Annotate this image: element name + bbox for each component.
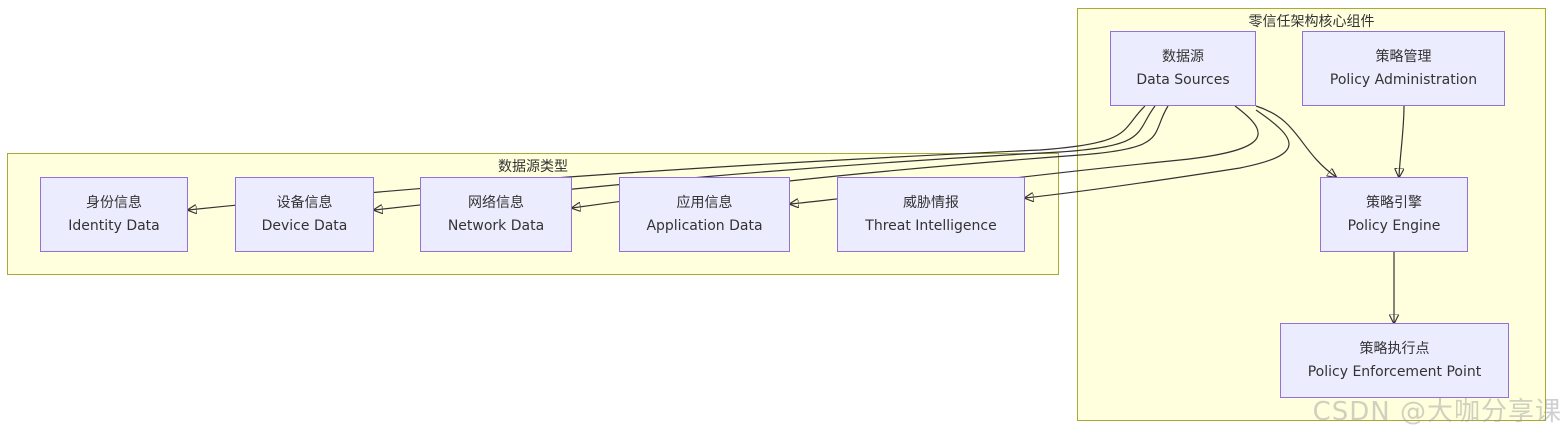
- node-data-sources[interactable]: 数据源 Data Sources: [1110, 31, 1256, 106]
- watermark: CSDN @大咖分享课: [1312, 397, 1562, 427]
- node-policy-administration[interactable]: 策略管理 Policy Administration: [1302, 31, 1505, 106]
- node-label-zh: 设备信息: [276, 194, 333, 211]
- edge-data-sources-to-identity: [188, 105, 1146, 210]
- node-label-en: Device Data: [261, 217, 348, 234]
- cluster-title: 数据源类型: [498, 159, 568, 175]
- edge-data-sources-to-engine: [1255, 105, 1336, 177]
- node-application-data[interactable]: 应用信息 Application Data: [619, 177, 790, 252]
- node-policy-engine[interactable]: 策略引擎 Policy Engine: [1320, 177, 1468, 252]
- node-label-en: Policy Enforcement Point: [1307, 363, 1482, 380]
- node-identity-data[interactable]: 身份信息 Identity Data: [40, 177, 188, 252]
- node-label-zh: 威胁情报: [903, 194, 959, 211]
- node-network-data[interactable]: 网络信息 Network Data: [420, 177, 572, 252]
- node-threat-intelligence[interactable]: 威胁情报 Threat Intelligence: [837, 177, 1025, 252]
- node-label-en: Threat Intelligence: [865, 217, 997, 234]
- node-label-en: Identity Data: [68, 217, 160, 234]
- node-label-zh: 数据源: [1162, 48, 1204, 65]
- node-label-zh: 应用信息: [676, 194, 733, 211]
- node-label-en: Policy Engine: [1347, 217, 1441, 234]
- node-label-en: Network Data: [447, 217, 545, 234]
- node-label-zh: 身份信息: [86, 194, 142, 211]
- node-label-en: Policy Administration: [1329, 71, 1478, 88]
- node-label-zh: 策略执行点: [1359, 340, 1430, 357]
- node-label-en: Application Data: [646, 217, 763, 234]
- node-label-zh: 网络信息: [468, 194, 524, 211]
- node-device-data[interactable]: 设备信息 Device Data: [235, 177, 374, 252]
- node-label-en: Data Sources: [1136, 71, 1230, 88]
- cluster-title: 零信任架构核心组件: [1248, 14, 1375, 30]
- node-policy-enforcement-point[interactable]: 策略执行点 Policy Enforcement Point: [1280, 323, 1509, 398]
- edge-data-sources-to-threat: [1025, 109, 1290, 198]
- edge-policy-admin-to-engine: [1399, 105, 1405, 177]
- node-label-zh: 策略引擎: [1366, 194, 1422, 211]
- node-label-zh: 策略管理: [1375, 48, 1432, 65]
